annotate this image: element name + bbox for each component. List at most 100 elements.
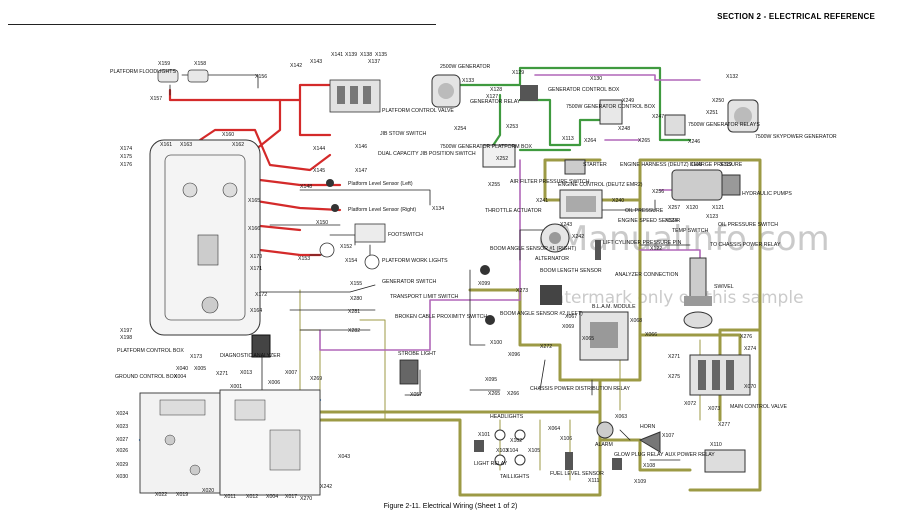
label-boom-angle-2: BOOM ANGLE SENSOR #2 (LEFT)	[500, 311, 583, 317]
figure-caption: Figure 2-11. Electrical Wiring (Sheet 1 …	[383, 503, 518, 510]
code: X004	[266, 494, 278, 500]
code: X276	[740, 334, 752, 340]
code: X152	[340, 244, 352, 250]
code: X121	[712, 205, 724, 211]
label-throttle-actuator: THROTTLE ACTUATOR	[485, 208, 542, 214]
code: X096	[508, 352, 520, 358]
code: X143	[310, 59, 322, 65]
lift-cylinder-pin-icon	[595, 240, 601, 260]
code: X255	[488, 182, 500, 188]
label-temp-switch: TEMP SWITCH	[672, 228, 708, 234]
code: X271	[216, 371, 228, 377]
code: X274	[744, 346, 756, 352]
code: X128	[490, 87, 502, 93]
watermark-notice: watermark only on this sample	[540, 288, 804, 308]
code: X145	[313, 168, 325, 174]
strobe-light-icon	[399, 359, 419, 385]
horn-icon	[638, 431, 661, 453]
code: X113	[562, 136, 574, 142]
code: X103	[496, 448, 508, 454]
code: X242	[320, 484, 332, 490]
label-level-left: Platform Level Sensor (Left)	[348, 181, 413, 187]
code: X134	[432, 206, 444, 212]
code: X057	[410, 392, 422, 398]
code: X198	[120, 335, 132, 341]
label-strobe-light: STROBE LIGHT	[398, 351, 437, 357]
code: X256	[652, 189, 664, 195]
label-glow-plug-relay: GLOW PLUG RELAY	[614, 452, 664, 458]
code: X264	[584, 138, 596, 144]
label-jib-stow-switch: JIB STOW SWITCH	[380, 131, 427, 137]
connector-codes: X159 X158 X157 X156 X142 X143 X141 X139 …	[116, 52, 756, 502]
code: X020	[202, 488, 214, 494]
label-starter: STARTER	[583, 162, 607, 168]
code: X175	[120, 154, 132, 160]
code: X068	[630, 318, 642, 324]
code: X027	[116, 437, 128, 443]
code: X123	[706, 214, 718, 220]
label-alternator: ALTERNATOR	[535, 256, 569, 262]
code: X024	[116, 411, 128, 417]
code: X139	[345, 52, 357, 58]
code: X171	[250, 266, 262, 272]
code: X019	[176, 492, 188, 498]
code: X148	[300, 184, 312, 190]
code: X272	[540, 344, 552, 350]
code: X099	[478, 281, 490, 287]
code: X005	[194, 366, 206, 372]
component-labels: PLATFORM FLOODLIGHTS PLATFORM CONTROL VA…	[110, 64, 837, 480]
boom-length-sensor-icon	[540, 285, 562, 305]
code: X111	[588, 478, 599, 484]
hydraulic-pumps-icon	[671, 169, 741, 201]
code: X104	[506, 448, 518, 454]
code: X118	[690, 162, 702, 168]
code: X040	[176, 366, 188, 372]
code: X043	[338, 454, 350, 460]
code: X155	[350, 281, 362, 287]
label-analyzer-connection: ANALYZER CONNECTION	[615, 272, 679, 278]
code: X013	[240, 370, 252, 376]
code: X135	[375, 52, 387, 58]
label-generator-switch: GENERATOR SWITCH	[382, 279, 437, 285]
code: X132	[726, 74, 738, 80]
code: X247	[652, 114, 664, 120]
code: X063	[615, 414, 627, 420]
label-generator-control-box: GENERATOR CONTROL BOX	[548, 87, 620, 93]
code: X282	[348, 328, 360, 334]
label-taillights: TAILLIGHTS	[500, 474, 530, 480]
code: X023	[116, 424, 128, 430]
label-swivel: SWIVEL	[714, 284, 734, 290]
alarm-icon	[596, 421, 614, 439]
code: X243	[560, 222, 572, 228]
code: X249	[622, 98, 634, 104]
gen-7500-relays-icon	[664, 114, 686, 136]
label-light-relay: LIGHT RELAY	[474, 461, 508, 467]
code: X160	[222, 132, 234, 138]
label-oil-pressure-switch: OIL PRESSURE SWITCH	[718, 222, 778, 228]
label-oil-pressure: OIL PRESSURE	[625, 208, 664, 214]
code: X106	[560, 436, 572, 442]
skypower-generator-icon	[727, 99, 759, 133]
code: X166	[248, 226, 260, 232]
platform-control-box	[149, 139, 261, 336]
blam-module-icon	[579, 311, 629, 361]
code: X265	[638, 138, 650, 144]
code: X257	[668, 205, 680, 211]
code: X012	[246, 494, 258, 500]
ground-control-box	[139, 389, 321, 496]
label-generator-relay: GENERATOR RELAY	[470, 99, 521, 105]
diagnostic-analyzer-icon	[251, 334, 271, 358]
code: X065	[582, 336, 594, 342]
code: X110	[710, 442, 722, 448]
code: X241	[536, 198, 548, 204]
code: X137	[368, 59, 380, 65]
code: X070	[744, 384, 756, 390]
swivel-icon	[683, 257, 713, 329]
label-fuel-level-sensor: FUEL LEVEL SENSOR	[550, 471, 604, 477]
code: X069	[562, 324, 574, 330]
code: X144	[313, 146, 325, 152]
label-gen-7500-relays: 7500W GENERATOR RELAYS	[688, 122, 760, 128]
label-lift-cylinder: LIFT CYLINDER PRESSURE PIN	[603, 240, 682, 246]
code: X174	[120, 146, 132, 152]
